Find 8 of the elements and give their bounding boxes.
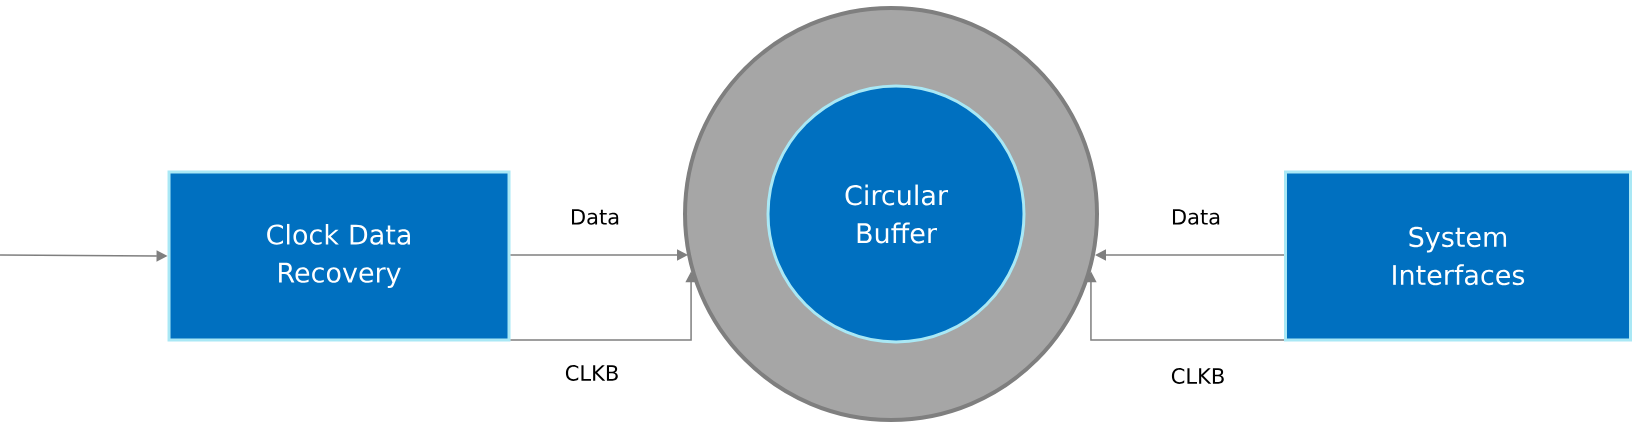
- edge-label: Data: [567, 207, 623, 227]
- edge-label: Data: [1168, 207, 1224, 227]
- process-box: System Interfaces: [1284, 170, 1632, 342]
- arrow: [1095, 249, 1285, 261]
- edge-label: CLKB: [1168, 366, 1228, 386]
- arrow: [509, 249, 688, 261]
- edge-label: CLKB: [562, 363, 622, 383]
- process-box: Clock Data Recovery: [167, 170, 511, 342]
